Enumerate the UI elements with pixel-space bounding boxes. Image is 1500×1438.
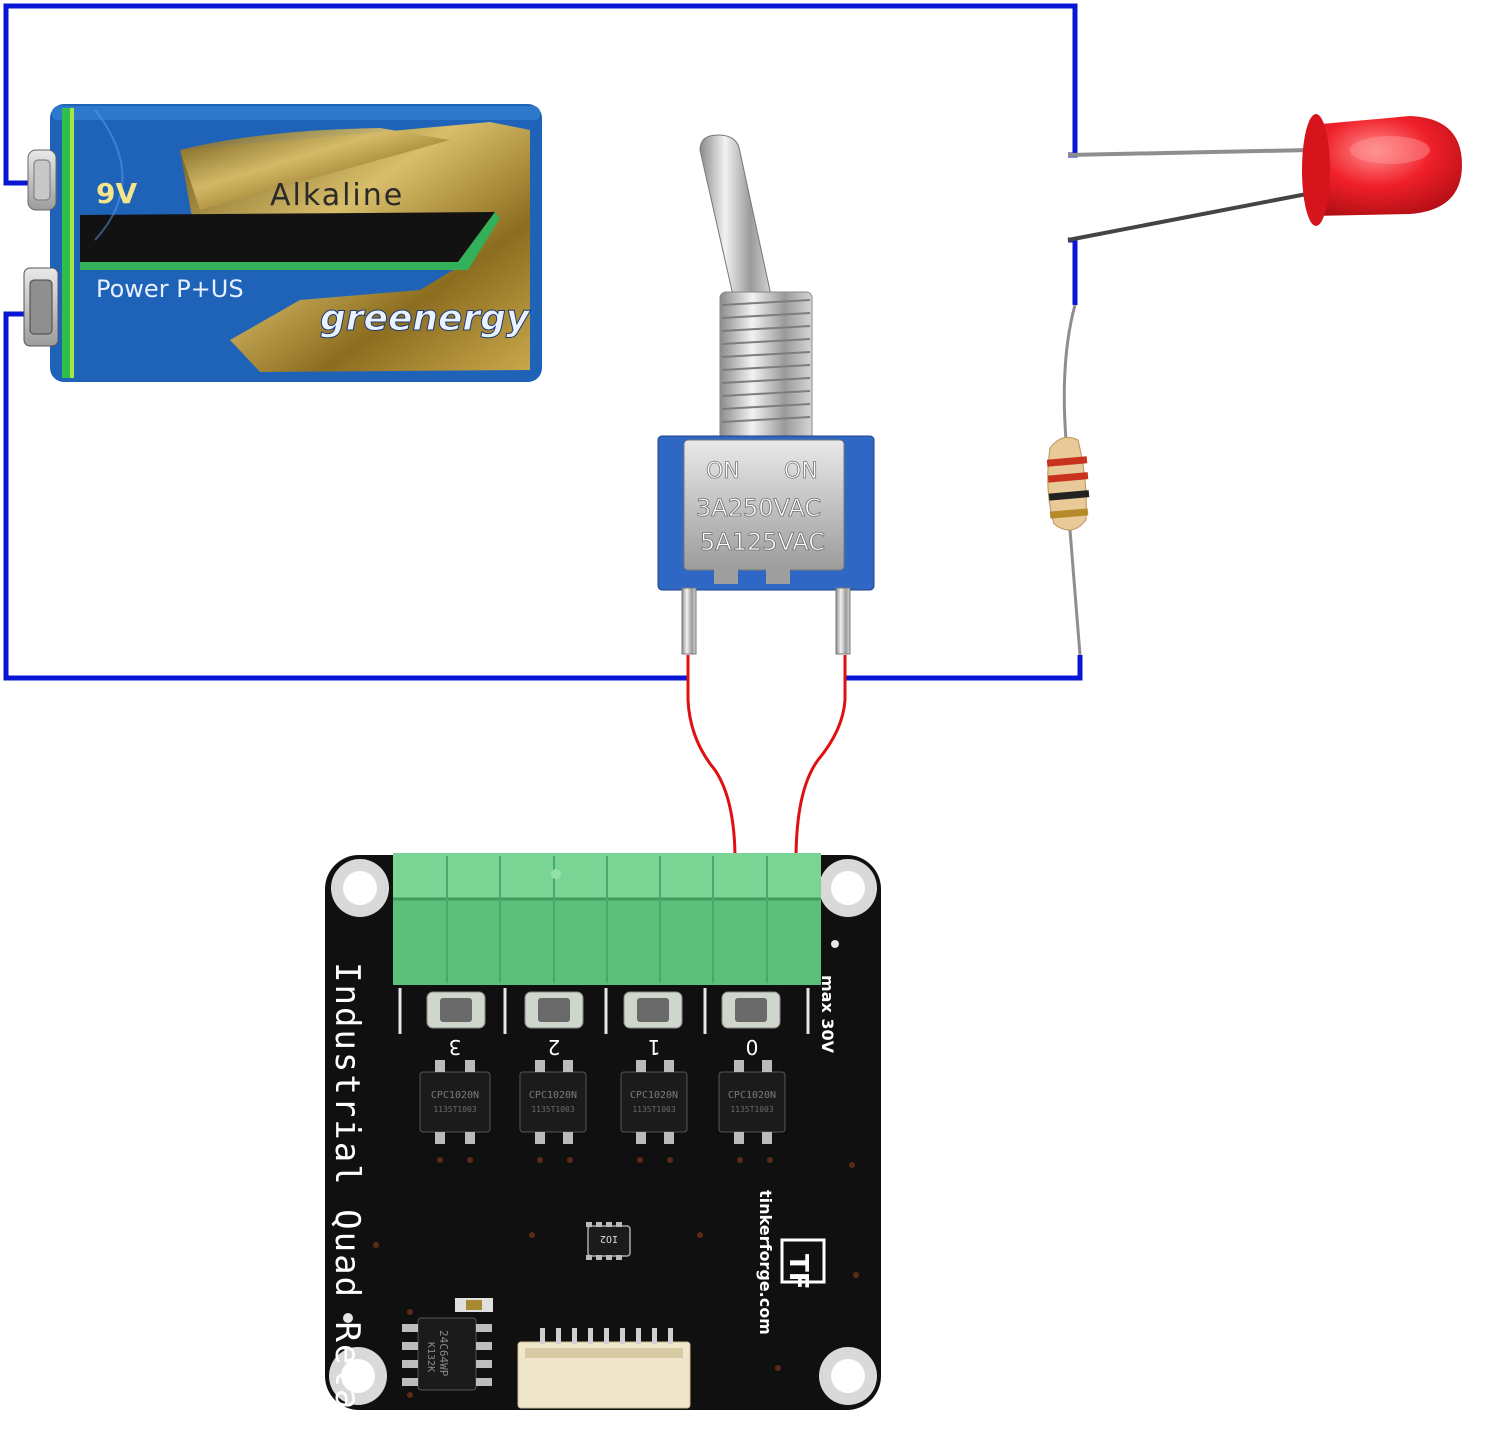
channel-label-1: 1: [648, 1035, 661, 1059]
switch-rating-2: 5A125VAC: [700, 528, 825, 556]
io-chip-label: IO2: [600, 1233, 618, 1244]
relay-chip-code-3: 1135T1003: [433, 1105, 477, 1114]
led-leg-cathode: [1067, 191, 1313, 242]
io-chip: [586, 1222, 631, 1260]
max-voltage-label: max 30V: [818, 975, 837, 1054]
mounting-hole-top-left: [331, 859, 389, 917]
wire-switch-to-resistor: [845, 655, 1083, 681]
relay-chip-code-2: 1135T1003: [531, 1105, 575, 1114]
led-dome: [1305, 116, 1462, 216]
red-wires: [686, 655, 847, 861]
relay-chip-part-0: CPC1020N: [728, 1090, 776, 1101]
switch-pin-left: [681, 587, 697, 655]
eeprom-chip: [402, 1298, 493, 1391]
battery-terminal-minus: [23, 267, 59, 347]
switch-plate: [683, 439, 845, 571]
battery-chemistry-label: Alkaline: [270, 178, 404, 213]
eeprom-label: 24C64WP: [437, 1330, 450, 1377]
relay-channel-1: [620, 991, 688, 1144]
relay-channel-3: [419, 991, 491, 1144]
battery-brand-label: greenergy: [320, 298, 531, 339]
wire-relay-to-switch-left: [686, 655, 737, 861]
board-title: Industrial Quad Relay: [327, 962, 367, 1434]
relay-channel-2: [519, 991, 587, 1144]
switch-position-label-left: ON: [706, 459, 740, 484]
battery-voltage-label: 9V: [96, 177, 137, 210]
relay-channel-0: [718, 991, 786, 1144]
wire-led-to-resistor: [1068, 237, 1078, 305]
relay-chip-code-1: 1135T1003: [632, 1105, 676, 1114]
battery-terminal-plus: [27, 149, 57, 211]
battery-9v: 9V Alkaline Power P+US greenergy: [23, 104, 542, 382]
relay-chip-part-2: CPC1020N: [529, 1090, 577, 1101]
toggle-switch: ON ON 3A250VAC 5A125VAC: [657, 134, 875, 655]
switch-pin-right: [835, 587, 851, 655]
red-led: [1067, 114, 1462, 242]
relay-chip-part-3: CPC1020N: [431, 1090, 479, 1101]
tinkerforge-logo: TF: [780, 1238, 826, 1290]
mounting-hole-top-right: [819, 859, 877, 917]
channel-label-3: 3: [449, 1035, 462, 1059]
resistor: [1046, 304, 1090, 656]
channel-label-2: 2: [548, 1035, 561, 1059]
tinkerforge-logo-text: TF: [783, 1254, 813, 1290]
eeprom-code: K132K: [425, 1342, 436, 1372]
wire-relay-to-switch-right: [794, 655, 847, 861]
mounting-hole-bottom-right: [819, 1347, 877, 1405]
battery-series-label: Power P+US: [96, 275, 244, 303]
led-leg-anode: [1067, 148, 1311, 157]
switch-position-label-right: ON: [784, 459, 818, 484]
relay-chip-code-0: 1135T1003: [730, 1105, 774, 1114]
switch-rating-1: 3A250VAC: [696, 494, 821, 522]
bricklet-connector: [517, 1328, 691, 1409]
channel-label-0: 0: [746, 1035, 759, 1059]
terminal-block: [393, 853, 821, 985]
relay-chip-part-1: CPC1020N: [630, 1090, 678, 1101]
wire-battery-minus-to-switch: [3, 311, 688, 681]
industrial-quad-relay-board: 3 2 1 0 CPC1020N CPC1020N CPC1020N CPC10…: [325, 853, 881, 1434]
switch-lever: [699, 134, 773, 305]
mounting-hole-bottom-left: [329, 1347, 387, 1405]
tinkerforge-website: tinkerforge.com: [756, 1190, 775, 1335]
